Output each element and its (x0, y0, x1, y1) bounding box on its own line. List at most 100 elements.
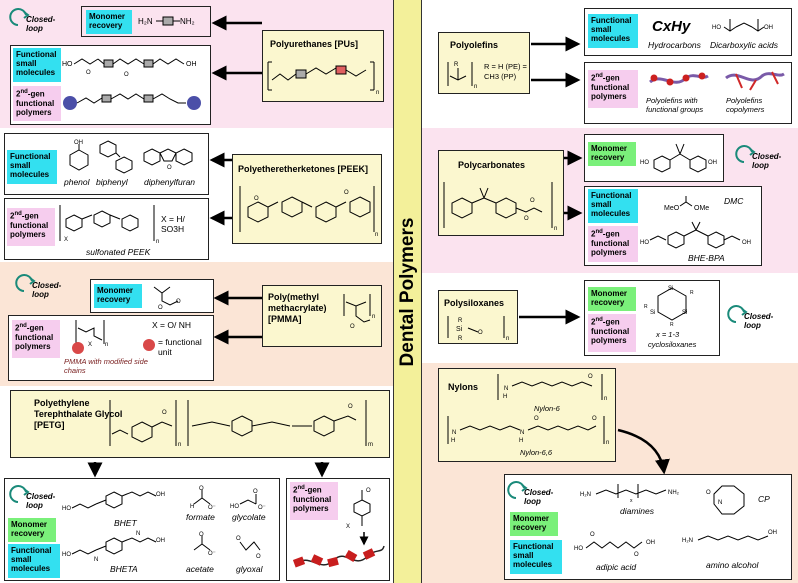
polyolefin-functional-groups-label: Polyolefins with functional groups (646, 96, 704, 114)
acetate-structure: O O⁻ (193, 532, 216, 557)
svg-text:OH: OH (74, 140, 83, 146)
polycarbonates-title-box (438, 150, 564, 236)
petg-second-gen-tag: 2nd-gen functional polymers (290, 482, 338, 520)
cp-label: CP (758, 494, 770, 504)
svg-text:X: X (64, 237, 68, 243)
polysiloxanes-monomer-recovery-tag: Monomer recovery (588, 287, 636, 311)
diphenylfuran-structure: O (143, 148, 193, 171)
svg-text:O⁻: O⁻ (208, 505, 216, 511)
sulfonated-peek-label: sulfonated PEEK (86, 247, 151, 257)
svg-text:O: O (124, 72, 129, 78)
svg-text:H: H (451, 438, 455, 444)
cyclosiloxanes-label: cyclosiloxanes (648, 340, 697, 349)
svg-text:n: n (372, 314, 375, 320)
closed-loop-label: Closed-loop (26, 492, 56, 510)
glyoxal-label: glyoxal (236, 564, 263, 574)
biphenyl-structure (99, 140, 133, 174)
polycarbonate-structure: O O n (443, 182, 557, 232)
bhet-structure: HO OH (62, 491, 165, 512)
bheta-label: BHETA (110, 564, 138, 574)
hydrocarbons-label: Hydrocarbons (648, 40, 701, 50)
svg-text:O⁻: O⁻ (208, 551, 216, 557)
svg-text:O: O (176, 299, 181, 305)
formate-label: formate (186, 512, 215, 522)
biphenyl-label: biphenyl (96, 177, 128, 187)
petg-monomer-recovery-tag: Monomer recovery (8, 518, 56, 542)
pu-title: Polyurethanes [PUs] (270, 39, 359, 49)
phenol-label: phenol (64, 177, 90, 187)
functional-unit-icon (143, 339, 155, 351)
acetate-label: acetate (186, 564, 214, 574)
nylons-monomer-recovery-tag: Monomer recovery (510, 512, 558, 536)
bhe-bpa-structure: HO OH (640, 221, 751, 249)
diamines-structure: H₂N x NH₂ (580, 484, 680, 504)
svg-text:OH: OH (708, 160, 717, 166)
svg-text:Si: Si (456, 326, 463, 333)
svg-text:n: n (474, 84, 477, 90)
glyoxal-structure: O O (236, 536, 261, 560)
diamines-label: diamines (620, 506, 655, 516)
svg-text:R: R (454, 62, 459, 68)
recycle-arrow-icon (507, 481, 528, 499)
svg-text:HO: HO (712, 25, 721, 31)
svg-text:n: n (375, 232, 378, 238)
svg-text:OH: OH (742, 240, 751, 246)
pmma-closed-loop: Closed-loop (15, 274, 76, 299)
svg-text:NH₂: NH₂ (180, 17, 195, 26)
svg-text:O: O (592, 416, 597, 422)
polyolefins-r-label: R = H (PE) = CH3 (PP) (484, 62, 527, 81)
nylon6-label: Nylon-6 (534, 404, 560, 413)
svg-text:H: H (503, 394, 507, 400)
nylon66-label: Nylon-6,6 (520, 448, 553, 457)
pu-second-gen-structure (63, 93, 201, 110)
caprolactam-structure: O N (706, 485, 745, 515)
polycarbonates-second-gen-tag: 2nd-gen functional polymers (588, 226, 638, 262)
svg-text:O: O (162, 410, 167, 416)
nylon6-structure: N H O n (497, 374, 607, 402)
peek-functional-small-molecules-tag: Functional small molecules (7, 150, 57, 184)
svg-text:R: R (644, 304, 648, 310)
svg-text:HO: HO (230, 504, 239, 510)
closed-loop-label: Closed-loop (26, 15, 56, 33)
polysiloxanes-title-box (438, 290, 518, 344)
nylons-closed-loop: Closed-loop (507, 481, 570, 506)
polysiloxane-structure: R Si R O n (447, 316, 509, 342)
svg-text:HO: HO (640, 240, 649, 246)
svg-text:O: O (366, 488, 371, 494)
svg-text:NH₂: NH₂ (668, 490, 680, 496)
svg-text:HO: HO (62, 552, 71, 558)
svg-text:Si: Si (650, 310, 655, 316)
pmma-monomer-recovery-tag: Monomer recovery (94, 284, 142, 308)
svg-text:O: O (350, 324, 355, 330)
svg-text:OH: OH (186, 61, 197, 68)
svg-text:O: O (199, 486, 204, 492)
bhe-bpa-label: BHE-BPA (688, 253, 725, 263)
svg-text:N: N (718, 500, 722, 506)
dmc-label: DMC (724, 196, 744, 206)
nylons-functional-small-molecules-tag: Functional small molecules (510, 540, 562, 574)
amino-alcohol-label: amino alcohol (706, 560, 759, 570)
pu-monomer-recovery-tag: Monomer recovery (86, 10, 132, 34)
polyolefin-copolymers-drawing (725, 71, 785, 91)
svg-text:n: n (606, 440, 609, 446)
polyolefin-copolymers-label: Polyolefins copolymers (726, 96, 765, 114)
svg-text:x: x (630, 498, 633, 504)
polyolefin-functional-groups-drawing (649, 72, 709, 86)
peek-title: Polyetheretherketones [PEEK] (238, 164, 369, 174)
svg-text:O: O (236, 536, 241, 542)
closed-loop-label: Closed-loop (32, 281, 62, 299)
svg-text:O⁻: O⁻ (258, 505, 266, 511)
pmma-side-chain-structure: X n (72, 320, 108, 354)
svg-text:O: O (344, 190, 349, 196)
svg-text:H: H (519, 438, 523, 444)
diphenylfuran-label: diphenylfuran (144, 177, 196, 187)
pmma-title: Poly(methyl methacrylate) [PMMA] (268, 292, 327, 324)
svg-text:O: O (253, 489, 258, 495)
svg-text:n: n (604, 396, 607, 402)
recycle-arrow-icon (15, 274, 36, 292)
svg-text:H₂N: H₂N (138, 17, 153, 26)
closed-loop-label: Closed-loop (752, 152, 782, 170)
svg-text:N: N (520, 430, 524, 436)
petg-title: Polyethylene Terephthalate Glycol [PETG] (34, 398, 123, 430)
bheta-structure: HO N N OH (62, 531, 165, 563)
